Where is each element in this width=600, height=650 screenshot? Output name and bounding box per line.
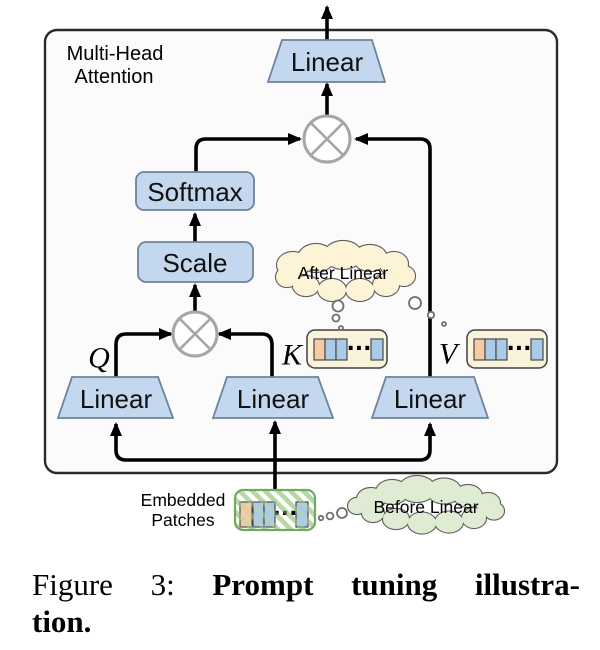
ellipsis-dots: ··· xyxy=(346,337,371,362)
caption-word: illustra- xyxy=(474,567,580,602)
token-cell-blue xyxy=(335,338,348,361)
arrow-input-left xyxy=(110,422,275,462)
matmul-top-node xyxy=(302,114,352,164)
q-label: Q xyxy=(88,342,110,375)
linear-output-block: Linear xyxy=(266,39,387,83)
v-token-strip: ··· xyxy=(466,329,548,369)
figure-caption: Figure 3: Prompt tuning illustra- tion. xyxy=(32,567,580,640)
token-cell-blue xyxy=(495,338,508,361)
patch-strip-hatch-overlay xyxy=(235,490,315,530)
prompt-cell-orange xyxy=(473,338,486,361)
thought-bubble xyxy=(317,514,325,522)
thought-bubble xyxy=(325,511,335,521)
token-cell-blue xyxy=(324,338,337,361)
thought-bubble xyxy=(338,325,344,331)
arrow-k-to-matmul1 xyxy=(217,328,274,377)
panel-title-line1: Multi-Head xyxy=(67,43,164,65)
linear-k-label: Linear xyxy=(237,384,310,414)
thought-bubble xyxy=(441,321,447,327)
prompt-cell-orange xyxy=(313,338,326,361)
v-label: V xyxy=(439,338,461,371)
thought-bubble xyxy=(336,507,348,519)
embedded-patches-label-line1: Embedded xyxy=(141,490,226,510)
after-linear-cloud: After Linear xyxy=(274,239,447,331)
patch-strip-border xyxy=(233,488,317,532)
arrow-v-to-matmul2 xyxy=(354,133,432,377)
arrow-input-right xyxy=(275,422,436,462)
thought-bubble xyxy=(408,296,422,310)
arrow-softmax-to-matmul2 xyxy=(194,133,302,172)
softmax-label: Softmax xyxy=(147,177,242,207)
token-cell-blue xyxy=(484,338,497,361)
scale-label: Scale xyxy=(162,248,227,278)
before-linear-cloud: Before Linear xyxy=(317,474,506,535)
caption-word: Figure xyxy=(32,567,113,602)
caption-word: Prompt xyxy=(212,567,314,602)
token-cell-blue xyxy=(370,338,384,361)
linear-q-block: Linear xyxy=(56,376,175,419)
panel-title-line2: Attention xyxy=(75,66,154,88)
arrow-q-to-matmul1 xyxy=(114,328,173,377)
caption-line1: Figure 3: Prompt tuning illustra- xyxy=(32,567,580,604)
thought-bubble xyxy=(331,299,345,313)
thought-bubble xyxy=(426,310,436,320)
linear-k-block: Linear xyxy=(211,376,335,419)
k-label: K xyxy=(281,339,304,372)
embedded-patches-label-line2: Patches xyxy=(151,510,214,530)
thought-bubble xyxy=(331,313,341,323)
k-token-strip: ··· xyxy=(306,329,388,369)
linear-output-label: Linear xyxy=(291,47,364,77)
after-linear-label: After Linear xyxy=(298,263,389,283)
caption-line2: tion. xyxy=(32,603,92,639)
otimes-cross xyxy=(309,121,345,157)
flow-arrows xyxy=(110,5,436,489)
embedded-patches: Embedded Patches ··· xyxy=(141,488,317,532)
caption-word: 3: xyxy=(150,567,175,602)
matmul-qk-node xyxy=(171,310,219,358)
linear-v-label: Linear xyxy=(394,384,467,414)
linear-q-label: Linear xyxy=(80,384,153,414)
caption-word: tuning xyxy=(351,567,438,602)
linear-v-block: Linear xyxy=(370,376,490,419)
otimes-cross xyxy=(178,317,212,351)
ellipsis-dots: ··· xyxy=(506,337,531,362)
softmax-block: Softmax xyxy=(135,171,255,211)
scale-block: Scale xyxy=(137,241,254,283)
token-cell-blue xyxy=(530,338,544,361)
prompt-tuning-diagram: Multi-Head Attention Linear Softmax Scal… xyxy=(43,5,559,535)
before-linear-label: Before Linear xyxy=(373,497,478,517)
